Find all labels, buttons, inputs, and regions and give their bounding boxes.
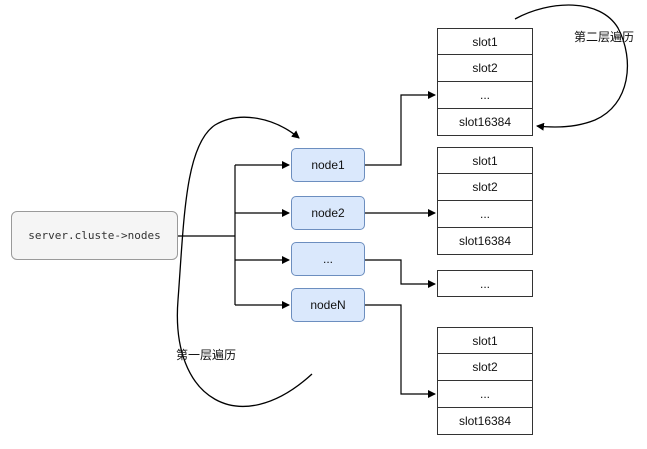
slot-cell: slot1 (437, 147, 533, 174)
cluster-node-ellipsis: ... (291, 242, 365, 276)
slot-cell: ... (437, 381, 533, 408)
slot-cell: slot2 (437, 55, 533, 82)
slot-table-nodeN: slot1 slot2 ... slot16384 (437, 327, 533, 435)
source-label: server.cluste->nodes (28, 229, 161, 242)
cluster-node-n: nodeN (291, 288, 365, 322)
slot-cell: slot16384 (437, 408, 533, 435)
slot-cell: ... (479, 276, 490, 291)
slot-cell: ... (437, 201, 533, 228)
slot-cell: slot2 (437, 174, 533, 201)
inner-loop-label: 第二层遍历 (574, 30, 635, 44)
outer-loop-arc (176, 116, 313, 407)
outer-loop-label: 第一层遍历 (176, 348, 237, 362)
slot-cell: slot1 (437, 28, 533, 55)
slot-cell: slot16384 (437, 109, 533, 136)
inner-loop-arc (514, 4, 629, 131)
slot-table-ellipsis: ... (437, 270, 533, 297)
edge-node3-slots (365, 259, 436, 288)
node-label: nodeN (310, 298, 346, 312)
edge-nodeN-slots (365, 304, 436, 398)
slot-cell: ... (437, 82, 533, 109)
node-label: node1 (311, 158, 345, 172)
slot-table-node1: slot1 slot2 ... slot16384 (437, 28, 533, 136)
slot-cell: slot2 (437, 354, 533, 381)
slot-table-node2: slot1 slot2 ... slot16384 (437, 147, 533, 255)
node-label: ... (322, 252, 333, 266)
slot-cell: slot1 (437, 327, 533, 354)
cluster-node-1: node1 (291, 148, 365, 182)
node-label: node2 (311, 206, 345, 220)
edge-node1-slots (365, 91, 436, 166)
slot-cell: slot16384 (437, 228, 533, 255)
cluster-node-2: node2 (291, 196, 365, 230)
source-node: server.cluste->nodes (11, 211, 178, 260)
